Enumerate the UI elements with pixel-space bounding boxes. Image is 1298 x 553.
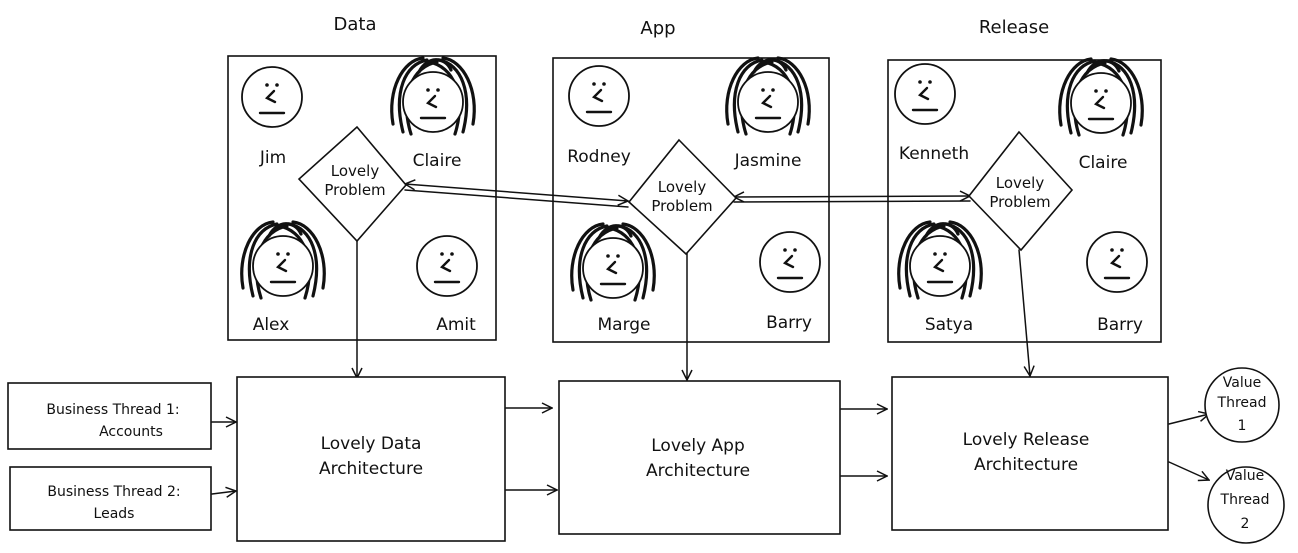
value-thread-label: Thread [1220, 492, 1270, 508]
connector-release-to-value-1 [1168, 414, 1209, 425]
value-thread-label: Value [1223, 375, 1261, 391]
architecture-label: Architecture [319, 459, 423, 479]
person-face-icon [241, 66, 303, 128]
business-thread-label: Business Thread 2: [47, 484, 180, 500]
connector-app-problem-release-problem [733, 200, 971, 203]
person-face-with-hair-icon [570, 222, 656, 302]
person-name: Satya [925, 315, 973, 335]
person-face-with-hair-icon [1058, 57, 1144, 137]
architecture-box-app: Lovely App Architecture [558, 380, 841, 535]
architecture-label: Lovely Data [321, 434, 422, 454]
person-face-with-hair-icon [725, 56, 811, 136]
connector-release-problem-to-architecture [1018, 249, 1030, 376]
architecture-label: Architecture [646, 461, 750, 481]
problem-label: Problem [989, 193, 1050, 211]
architecture-label: Lovely App [651, 436, 745, 456]
column-header-app: App [640, 18, 675, 39]
person-face-with-hair-icon [390, 56, 476, 136]
problem-label: Problem [651, 197, 712, 215]
connector-app-problem-release-problem [734, 196, 970, 197]
person-name: Barry [766, 313, 812, 333]
connector-data-problem-app-problem [405, 184, 628, 201]
business-thread-label: Business Thread 1: [46, 402, 179, 418]
architecture-box-data: Lovely Data Architecture [236, 376, 506, 542]
business-thread-label: Accounts [99, 424, 163, 440]
person-face-with-hair-icon [240, 220, 326, 300]
person-name: Amit [436, 315, 476, 335]
person-name: Kenneth [899, 144, 969, 164]
column-header-data: Data [334, 14, 377, 35]
architecture-box-release: Lovely Release Architecture [891, 376, 1169, 531]
value-thread-2: Value Thread 2 [1207, 466, 1285, 544]
problem-label: Lovely [996, 174, 1045, 192]
value-thread-1: Value Thread 1 [1204, 367, 1280, 443]
value-thread-label: 1 [1238, 418, 1247, 434]
person-name: Claire [413, 151, 462, 171]
person-face-icon [894, 63, 956, 125]
value-thread-label: 2 [1241, 516, 1250, 532]
connector-data-problem-app-problem [404, 189, 629, 208]
person-name: Marge [597, 315, 650, 335]
person-name: Alex [253, 315, 290, 335]
person-face-with-hair-icon [897, 220, 983, 300]
person-name: Barry [1097, 315, 1143, 335]
connector-release-to-value-2 [1168, 461, 1209, 480]
person-face-icon [568, 65, 630, 127]
problem-diamond-data: Lovely Problem [297, 125, 408, 243]
person-face-icon [416, 235, 478, 297]
column-header-release: Release [979, 17, 1049, 38]
problem-diamond-release: Lovely Problem [967, 130, 1074, 252]
person-face-icon [1086, 231, 1148, 293]
person-face-icon [759, 231, 821, 293]
problem-label: Problem [324, 181, 385, 199]
person-name: Claire [1079, 153, 1128, 173]
team-faces [240, 56, 1148, 302]
problem-label: Lovely [331, 162, 380, 180]
value-thread-label: Thread [1217, 395, 1267, 411]
business-thread-1: Business Thread 1: Accounts [7, 382, 212, 450]
connector-business-thread-2 [211, 491, 236, 494]
business-thread-2: Business Thread 2: Leads [9, 466, 212, 531]
value-thread-label: Value [1226, 468, 1264, 484]
architecture-label: Lovely Release [963, 430, 1090, 450]
person-name: Jim [259, 148, 286, 168]
person-name: Jasmine [734, 151, 802, 171]
problem-label: Lovely [658, 178, 707, 196]
architecture-label: Architecture [974, 455, 1078, 475]
problem-diamond-app: Lovely Problem [627, 138, 738, 256]
person-name: Rodney [567, 147, 631, 167]
business-thread-label: Leads [94, 506, 135, 522]
